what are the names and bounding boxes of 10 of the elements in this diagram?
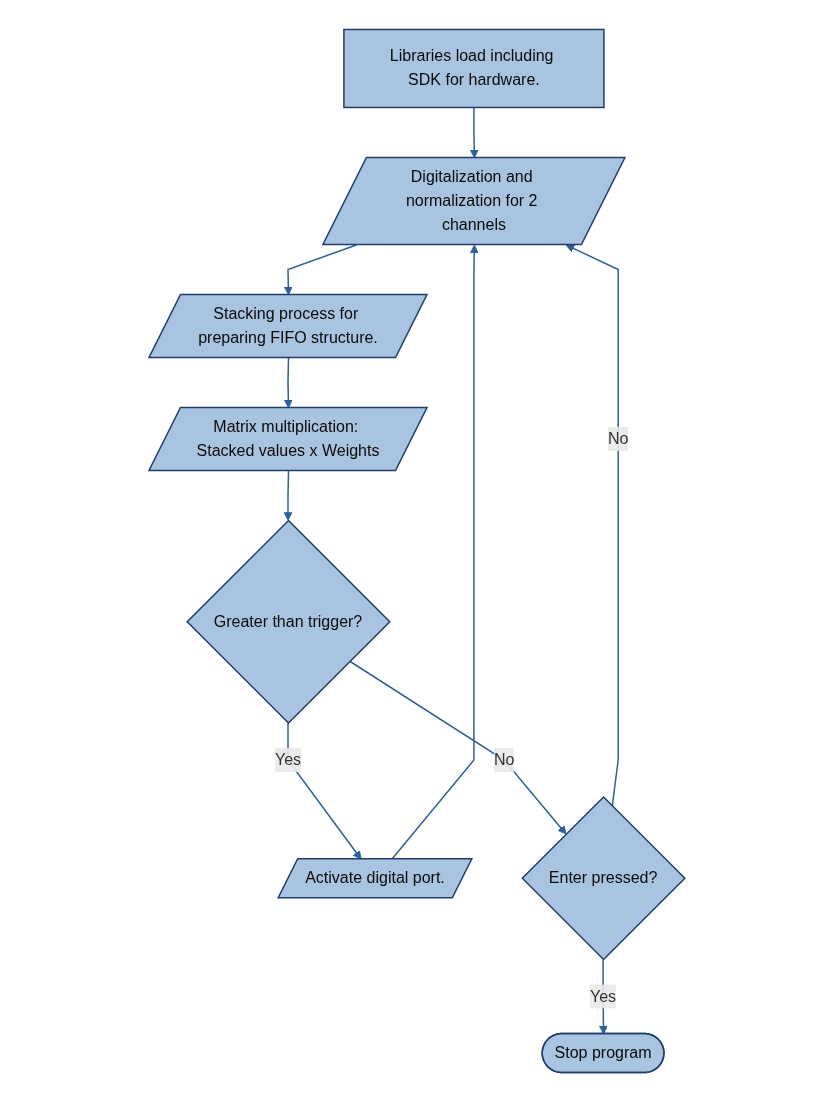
edge-label: Yes: [274, 751, 301, 769]
arrow: [283, 470, 292, 521]
node-diamond: Greater than trigger?: [185, 519, 391, 725]
edge-label: No: [493, 751, 514, 769]
node-box: Libraries load including SDK for hardware.: [342, 28, 605, 109]
arrow: [565, 244, 619, 807]
edge-label: No: [607, 429, 628, 447]
arrow: [348, 660, 567, 835]
node-diamond: Enter pressed?: [520, 795, 686, 961]
edge-label: Yes: [589, 987, 616, 1005]
